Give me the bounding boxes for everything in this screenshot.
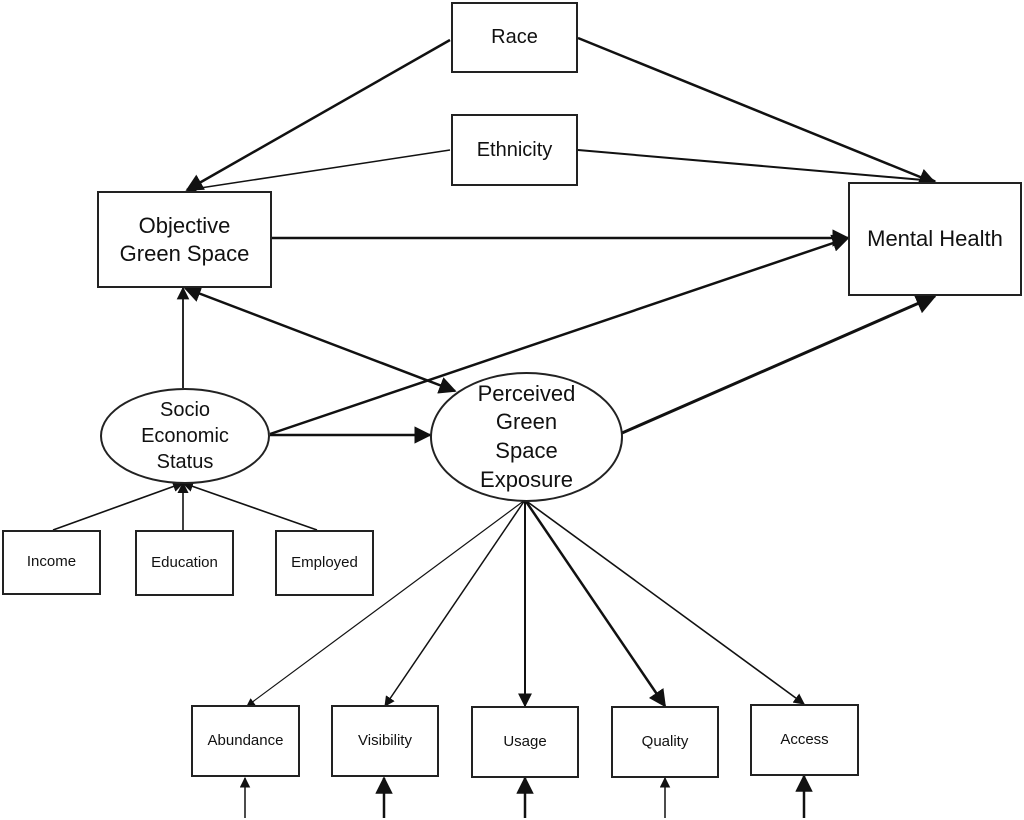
- node-mental-health: Mental Health: [848, 182, 1022, 296]
- node-usage: Usage: [471, 706, 579, 778]
- edge-ethnicity-to-objective-green-space: [185, 149, 451, 194]
- node-employed-label: Employed: [291, 553, 358, 571]
- node-race: Race: [451, 2, 578, 73]
- node-income: Income: [2, 530, 101, 595]
- edge-perceived-exposure-to-access: [524, 499, 805, 705]
- node-objective-green-space: Objective Green Space: [97, 191, 272, 288]
- edge-perceived-exposure-to-abundance: [246, 499, 526, 707]
- node-mental-health-label: Mental Health: [867, 226, 1003, 252]
- node-socio-economic-status-label: Socio Economic Status: [141, 399, 229, 473]
- node-access-label: Access: [780, 730, 829, 748]
- edge-employed-to-ses: [181, 481, 318, 531]
- edge-perceived-exposure-to-quality: [523, 499, 667, 708]
- node-ethnicity: Ethnicity: [451, 114, 578, 186]
- node-perceived-green-space-exposure: Perceived Green Space Exposure: [430, 372, 623, 502]
- node-education-label: Education: [151, 553, 218, 571]
- node-abundance-label: Abundance: [207, 731, 284, 749]
- node-visibility-label: Visibility: [358, 731, 412, 749]
- edge-perceived-exposure-to-visibility: [384, 499, 526, 707]
- node-usage-label: Usage: [503, 732, 547, 750]
- node-education: Education: [135, 530, 234, 596]
- edge-objective-green-space-perceived-exposure: [183, 285, 457, 394]
- edge-ses-to-mental-health: [269, 234, 850, 436]
- edge-income-to-ses: [52, 481, 185, 531]
- node-abundance: Abundance: [191, 705, 300, 777]
- node-income-label: Income: [26, 553, 77, 571]
- node-race-label: Race: [491, 26, 538, 48]
- node-quality: Quality: [611, 706, 719, 778]
- edge-perceived-exposure-to-mental-health: [621, 293, 937, 435]
- node-quality-label: Quality: [641, 732, 689, 750]
- edge-race-to-mental-health: [577, 36, 937, 186]
- node-access: Access: [750, 704, 859, 776]
- node-objective-green-space-label: Objective Green Space: [119, 213, 250, 266]
- node-employed: Employed: [275, 530, 374, 596]
- node-visibility: Visibility: [331, 705, 439, 777]
- edge-race-to-objective-green-space: [185, 38, 451, 192]
- edge-ethnicity-to-mental-health: [577, 149, 937, 187]
- node-socio-economic-status: Socio Economic Status: [100, 388, 270, 484]
- node-perceived-green-space-exposure-label: Perceived Green Space Exposure: [477, 380, 576, 492]
- node-ethnicity-label: Ethnicity: [476, 138, 553, 161]
